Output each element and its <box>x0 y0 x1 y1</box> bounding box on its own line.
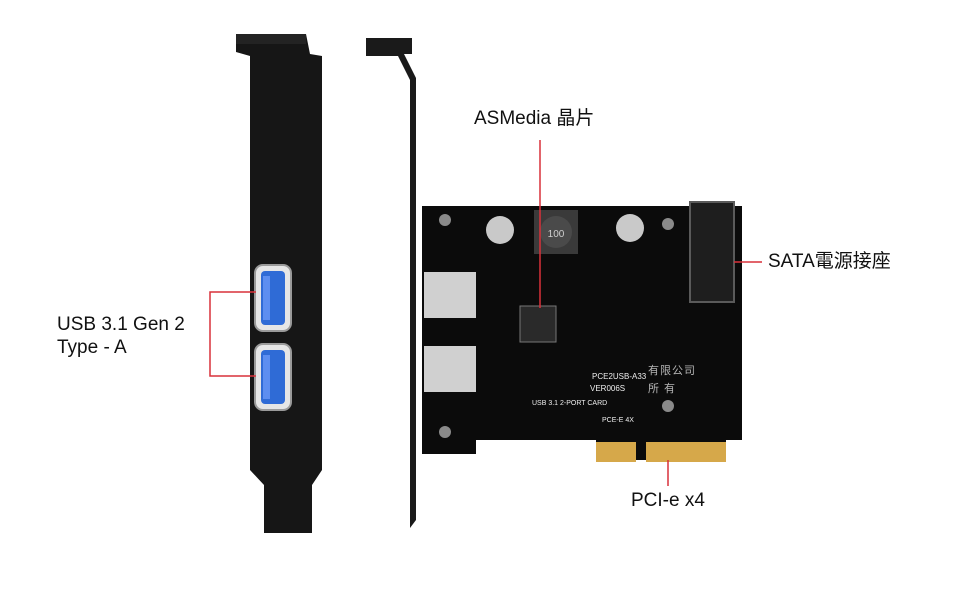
asmedia-chip <box>519 305 557 343</box>
pcb-board: 100 PCE2USB-A33 VER006S USB 3.1 2-PORT C… <box>422 201 742 462</box>
usb-port-top <box>254 264 292 332</box>
pcb-model: PCE2USB-A33 <box>592 372 647 381</box>
inductor-value: 100 <box>548 229 565 240</box>
pcb-version: VER006S <box>590 384 625 393</box>
side-bracket <box>366 38 416 528</box>
watermark-line1: 有限公司 <box>648 365 696 377</box>
sata-power-label: SATA電源接座 <box>768 251 891 272</box>
usb-type-label: USB 3.1 Gen 2 Type - A <box>57 314 185 360</box>
callout-lines <box>209 140 762 486</box>
pcie-label: PCI-e x4 <box>631 490 705 511</box>
usb-type-label-line2: Type - A <box>57 336 127 358</box>
chip-label: ASMedia 晶片 <box>474 108 595 129</box>
pcb-slot: PCE-E 4X <box>602 417 634 424</box>
usb-callout-line <box>209 291 256 377</box>
usb-type-label-line1: USB 3.1 Gen 2 <box>57 314 185 335</box>
usb-port-bottom <box>254 343 292 411</box>
watermark-line2: 所 有 <box>648 383 677 395</box>
pcb-card-name: USB 3.1 2-PORT CARD <box>532 400 607 407</box>
pcie-gold-fingers <box>596 442 726 462</box>
front-bracket <box>236 34 322 533</box>
